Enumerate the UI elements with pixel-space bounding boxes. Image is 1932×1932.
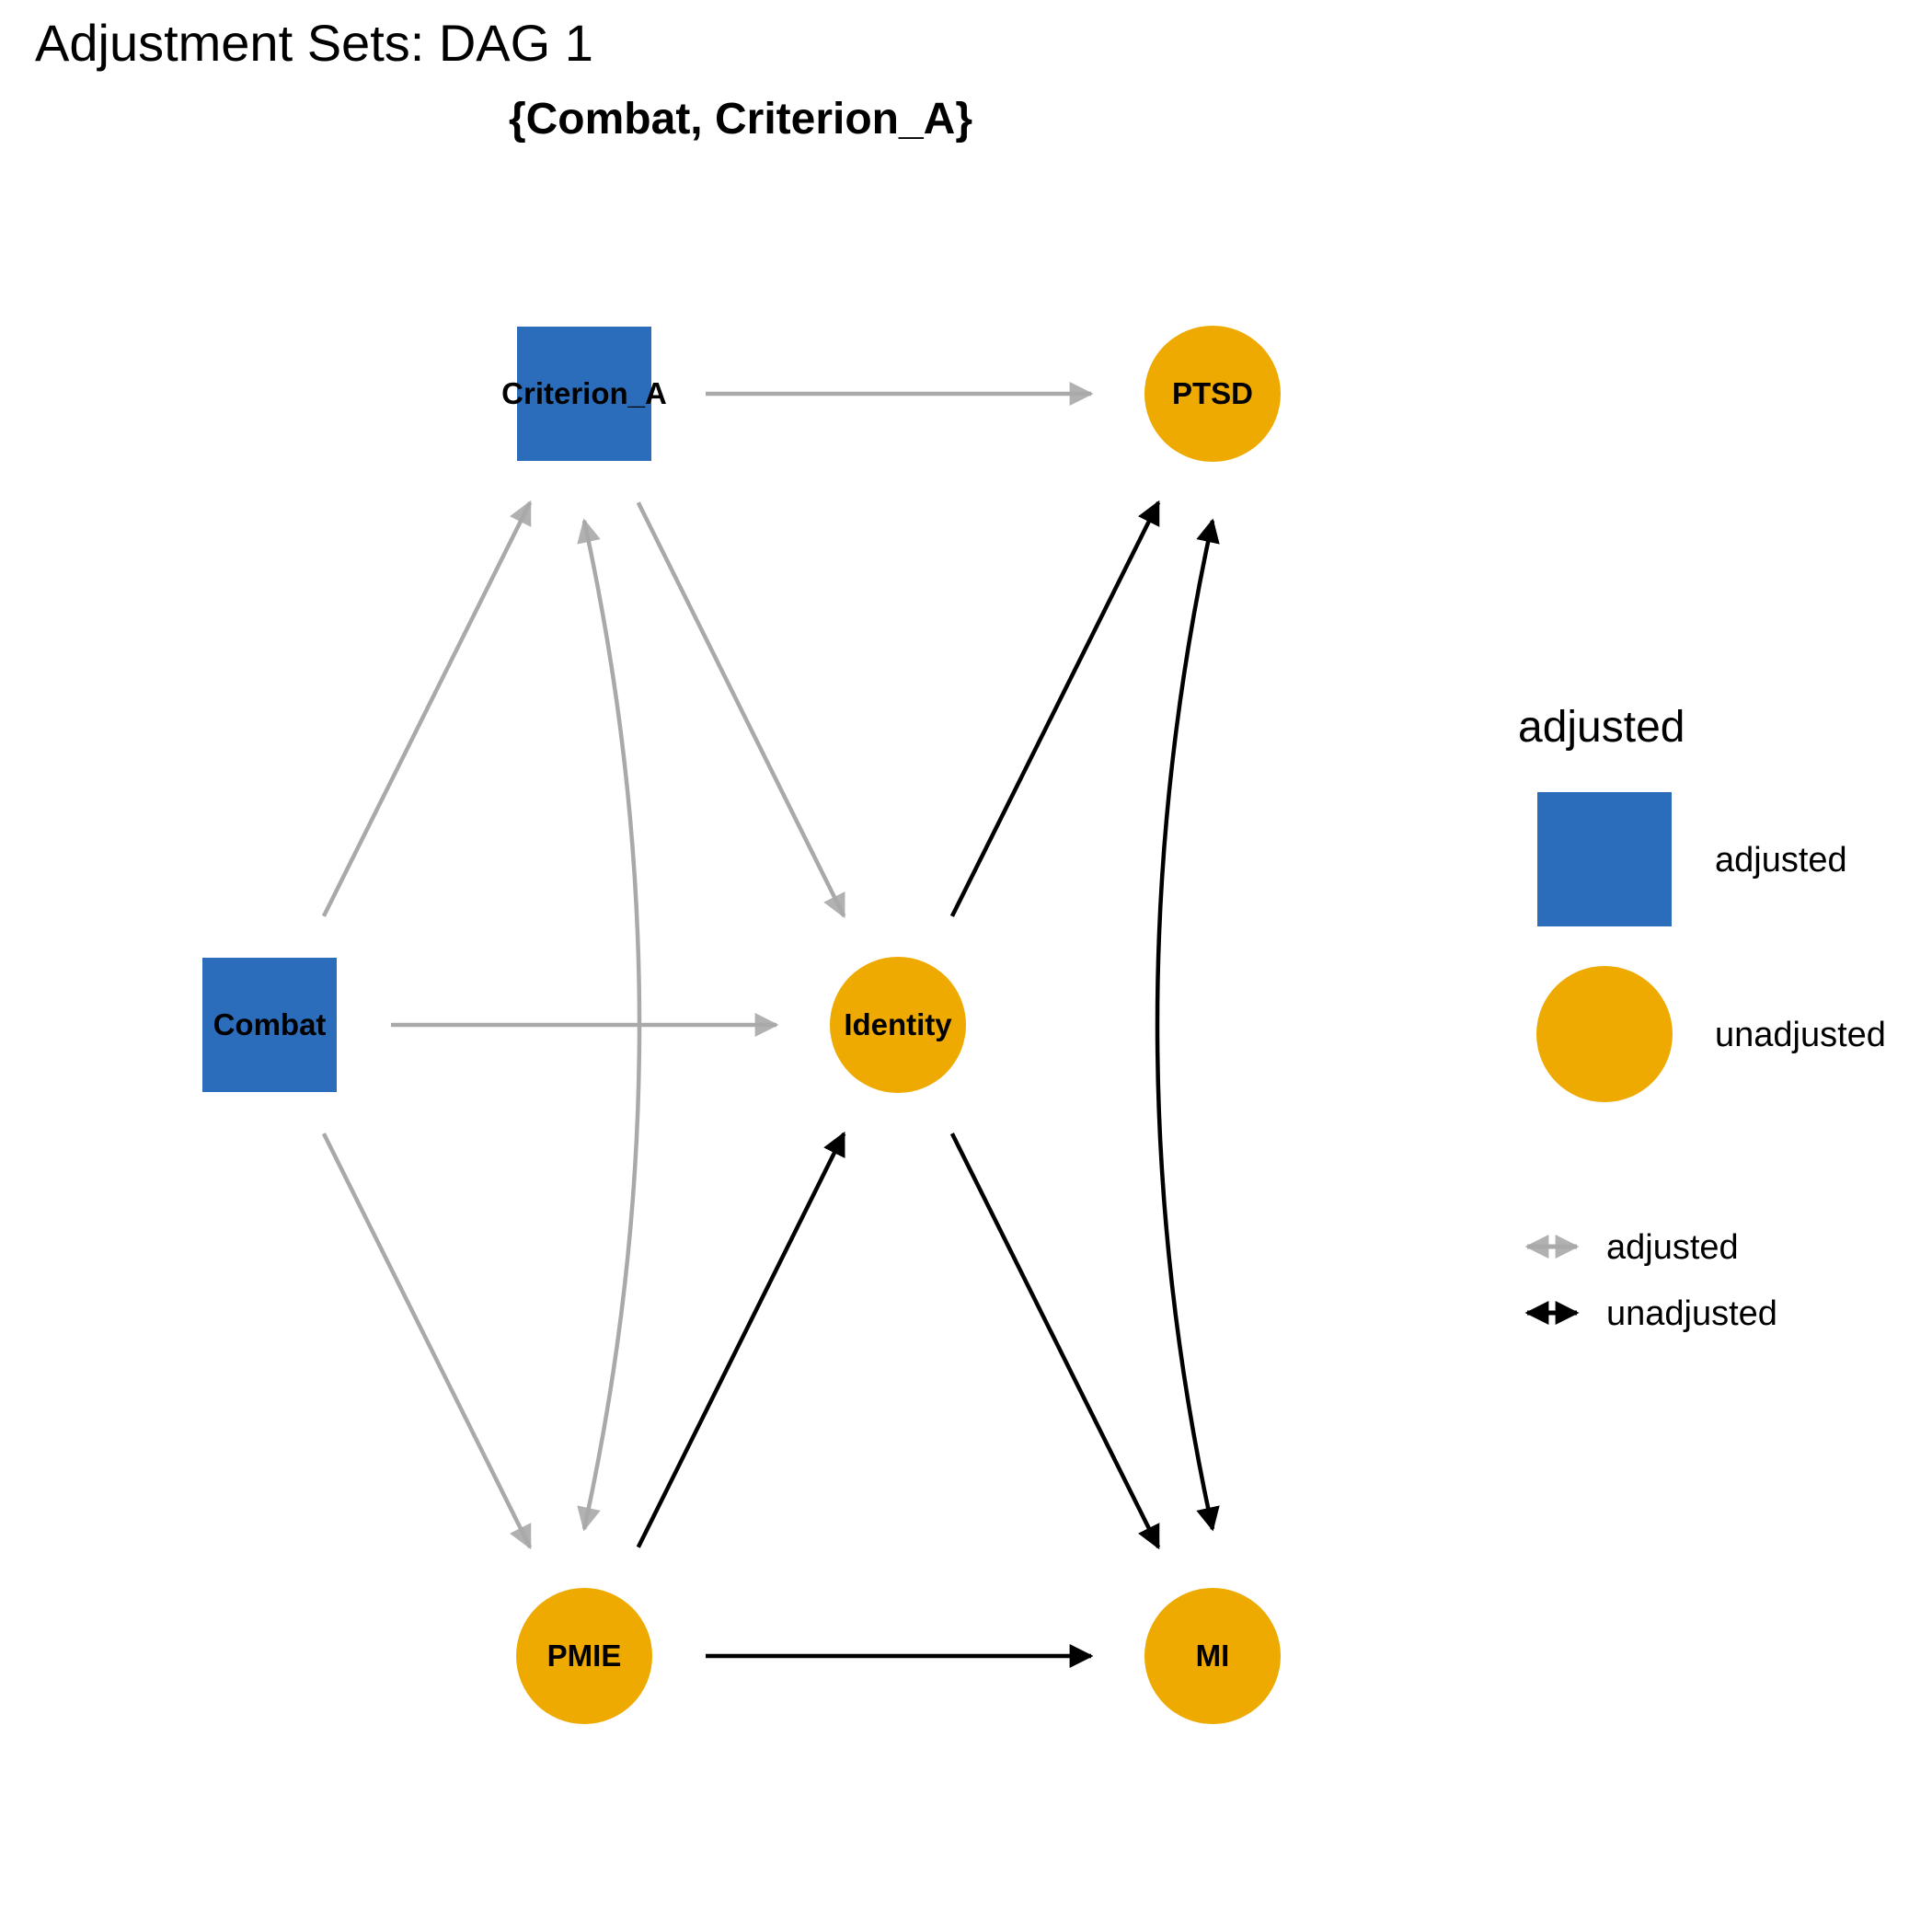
- node-square: [517, 327, 651, 461]
- node-label: Criterion_A: [501, 376, 667, 410]
- node-criterion_a: Criterion_A: [501, 327, 667, 461]
- legend-item-unadjusted: unadjusted: [1536, 966, 1886, 1102]
- node-label: Combat: [213, 1007, 327, 1041]
- edge-identity-to-mi: [949, 1133, 1161, 1550]
- legend: adjusted adjusted unadjusted adjusted unadju…: [1518, 703, 1886, 1333]
- edge-combat-to-pmie: [321, 1133, 533, 1550]
- node-label: PMIE: [547, 1639, 622, 1673]
- node-label: MI: [1196, 1639, 1230, 1673]
- legend-circle: [1536, 966, 1673, 1102]
- legend-square: [1537, 792, 1672, 926]
- node-circle: [1144, 326, 1281, 462]
- legend-edge-adjusted: adjusted: [1524, 1228, 1739, 1267]
- node-identity: Identity: [830, 957, 966, 1093]
- legend-label: unadjusted: [1715, 1016, 1886, 1054]
- edge-identity-to-ptsd: [949, 500, 1161, 917]
- node-label: Identity: [844, 1007, 952, 1041]
- diagram-title: Adjustment Sets: DAG 1: [35, 14, 593, 72]
- edge-criterion_a-to-pmie: [577, 518, 642, 1532]
- node-square: [202, 958, 337, 1092]
- legend-item-adjusted: adjusted: [1537, 792, 1847, 926]
- legend-label: adjusted: [1606, 1228, 1739, 1267]
- legend-edge-unadjusted: unadjusted: [1524, 1294, 1777, 1333]
- node-label: PTSD: [1172, 376, 1253, 410]
- node-ptsd: PTSD: [1144, 326, 1281, 462]
- legend-label: unadjusted: [1606, 1294, 1777, 1333]
- edges-layer: [321, 382, 1220, 1668]
- node-circle: [516, 1588, 652, 1724]
- node-mi: MI: [1144, 1588, 1281, 1724]
- diagram-subtitle: {Combat, Criterion_A}: [508, 95, 973, 144]
- edge-ptsd-to-mi: [1155, 518, 1220, 1532]
- legend-title: adjusted: [1518, 703, 1685, 752]
- edge-combat-to-criterion_a: [321, 500, 533, 917]
- node-pmie: PMIE: [516, 1588, 652, 1724]
- edge-criterion_a-to-identity: [636, 501, 846, 919]
- node-circle: [830, 957, 966, 1093]
- edge-pmie-to-identity: [636, 1131, 846, 1548]
- node-combat: Combat: [202, 958, 337, 1092]
- node-circle: [1144, 1588, 1281, 1724]
- legend-label: adjusted: [1715, 841, 1847, 880]
